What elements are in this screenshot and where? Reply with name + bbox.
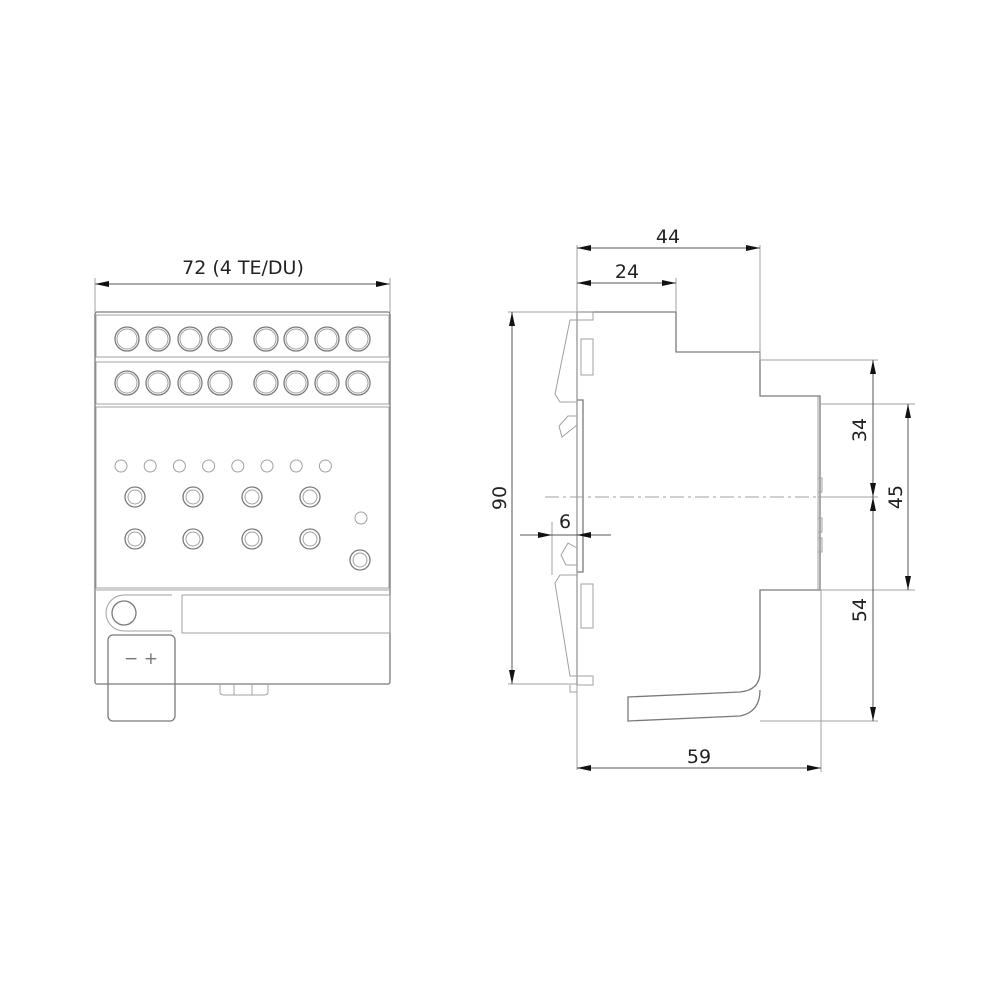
terminal-screw [283, 370, 309, 396]
terminal-screw [145, 370, 171, 396]
terminal-screw [253, 326, 279, 352]
width-dimension-label: 72 (4 TE/DU) [182, 257, 304, 279]
terminal-screw [283, 326, 309, 352]
programming-led [354, 511, 368, 525]
din-clip [219, 684, 269, 696]
terminal-screw [177, 370, 203, 396]
channel-buttons [124, 486, 321, 550]
side-housing-outline [577, 311, 821, 722]
din-hook-top [554, 311, 594, 438]
din-hook-bottom [554, 542, 594, 686]
status-led [143, 459, 157, 473]
channel-button [124, 486, 146, 508]
terminal-screw [114, 370, 140, 396]
status-led [172, 459, 186, 473]
dim-34-label: 34 [849, 418, 871, 442]
terminal-row-2 [95, 361, 390, 405]
terminal-row-1 [95, 314, 390, 358]
status-led [260, 459, 274, 473]
channel-button [241, 528, 263, 550]
status-led [318, 459, 332, 473]
terminal-screw [207, 370, 233, 396]
rail-depth-6-label: 6 [559, 511, 571, 533]
terminal-screw [314, 326, 340, 352]
terminal-screw [345, 326, 371, 352]
channel-button [299, 486, 321, 508]
label-field [181, 594, 391, 634]
bus-connector-socket [111, 600, 137, 626]
polarity-label: − + [124, 649, 158, 669]
terminal-screw [145, 326, 171, 352]
status-led [231, 459, 245, 473]
status-leds [114, 459, 332, 473]
height-90-label: 90 [489, 486, 511, 510]
status-led [202, 459, 216, 473]
terminal-screws [114, 326, 371, 396]
channel-button [182, 486, 204, 508]
depth-24-label: 24 [615, 261, 639, 283]
terminal-screw [177, 326, 203, 352]
side-view: 44 24 90 6 34 54 45 59 [489, 226, 915, 772]
dim-54-label: 54 [849, 598, 871, 622]
dim-45-label: 45 [885, 485, 907, 509]
terminal-screw [345, 370, 371, 396]
terminal-screw [114, 326, 140, 352]
status-led [114, 459, 128, 473]
channel-button [241, 486, 263, 508]
terminal-screw [253, 370, 279, 396]
channel-button [124, 528, 146, 550]
depth-59-label: 59 [687, 746, 711, 768]
bus-terminal-tab [107, 634, 176, 722]
status-led [289, 459, 303, 473]
terminal-screw [314, 370, 340, 396]
front-panel [95, 406, 390, 589]
programming-button [349, 549, 371, 571]
depth-44-label: 44 [656, 226, 680, 248]
channel-button [182, 528, 204, 550]
front-view: 72 (4 TE/DU) − + [94, 257, 391, 722]
channel-button [299, 528, 321, 550]
terminal-screw [207, 326, 233, 352]
housing-outline [94, 311, 391, 685]
